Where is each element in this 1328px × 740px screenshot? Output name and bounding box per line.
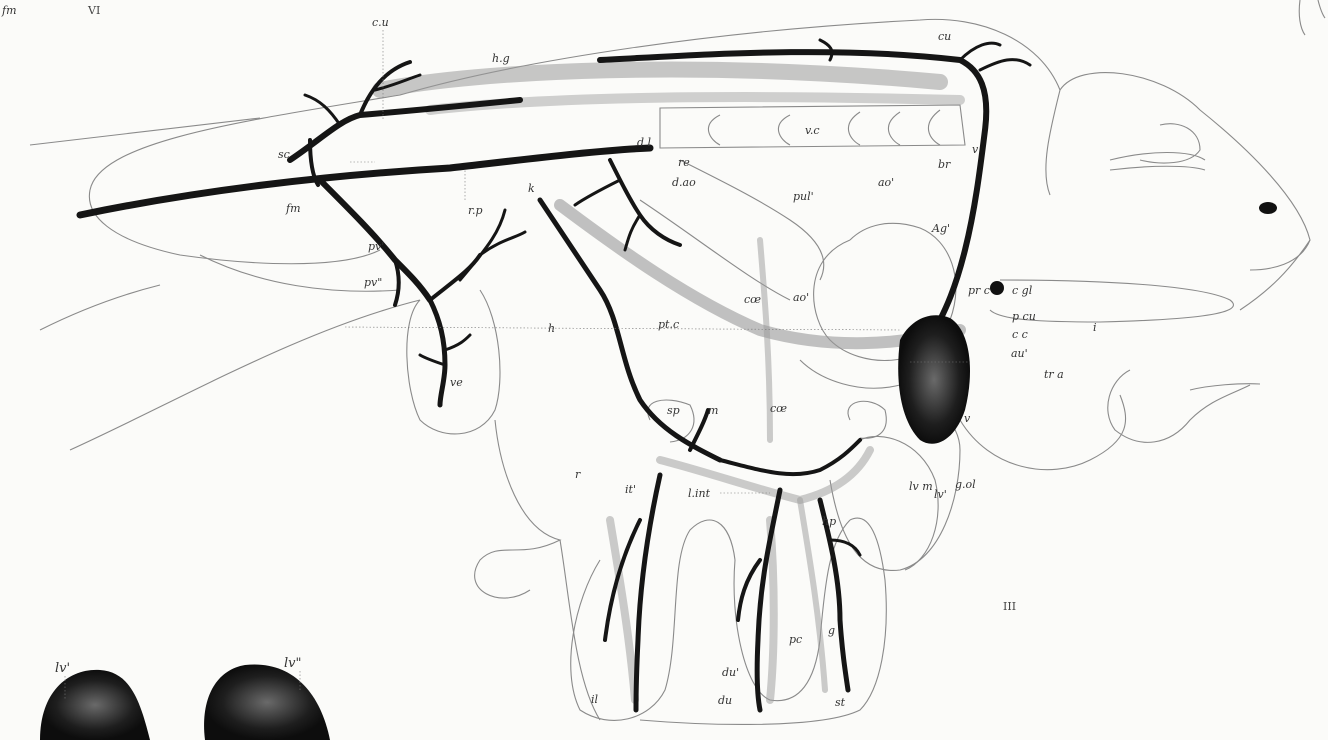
label-du1: du' xyxy=(722,666,739,679)
label-lv-small: lv' xyxy=(934,488,947,501)
label-cu-right: cu xyxy=(938,30,951,43)
label-hg: h.g xyxy=(492,52,510,65)
label-ve: ve xyxy=(450,376,463,389)
label-ao2: ao' xyxy=(793,291,809,304)
label-re: re xyxy=(678,156,690,169)
label-lvm: lv m xyxy=(909,480,933,493)
label-m: m xyxy=(708,404,718,417)
label-dl: d l xyxy=(637,136,652,149)
label-coe-mid: cœ xyxy=(770,402,787,415)
label-r: r xyxy=(575,468,581,481)
label-sp: sp xyxy=(667,404,680,417)
label-h: h xyxy=(548,322,555,335)
label-br: br xyxy=(938,158,951,171)
label-cu-left: c.u xyxy=(372,16,389,29)
label-gol: g.ol xyxy=(955,478,976,491)
label-pul: pul' xyxy=(793,190,814,203)
liver-lobes xyxy=(40,664,330,740)
label-ptc: pt.c xyxy=(658,318,679,331)
corner-sketch xyxy=(1299,0,1325,35)
label-lv-prime: lv' xyxy=(55,661,70,676)
plate-label-fm-corner: fm xyxy=(1,4,17,17)
label-ag: Ag' xyxy=(931,222,950,235)
label-pv1: pv' xyxy=(368,240,384,253)
label-coe-left: cœ xyxy=(744,293,761,306)
label-hp: hp xyxy=(822,515,836,528)
leader-lines xyxy=(65,30,970,700)
label-pv2: pv" xyxy=(364,276,382,289)
plate-numeral-vi: VI xyxy=(87,4,100,17)
label-au: au' xyxy=(1011,347,1028,360)
label-cc: c c xyxy=(1012,328,1028,341)
label-g: g xyxy=(828,624,835,637)
label-v-mid: v xyxy=(964,412,971,425)
label-pcu: p cu xyxy=(1012,310,1036,323)
label-prc: pr c xyxy=(968,284,990,297)
label-pc: pc xyxy=(789,633,802,646)
label-il: il xyxy=(591,693,599,706)
label-du2: du xyxy=(718,694,732,707)
label-vc: v.c xyxy=(805,124,820,137)
label-lint: l.int xyxy=(688,487,711,500)
veins xyxy=(80,40,1030,710)
label-it: it' xyxy=(625,483,636,496)
label-dao: d.ao xyxy=(672,176,696,189)
label-i: i xyxy=(1093,321,1097,334)
label-lv-dprime: lv" xyxy=(284,656,301,671)
label-k: k xyxy=(528,182,535,195)
label-ao: ao' xyxy=(878,176,894,189)
label-tra: tr a xyxy=(1044,368,1064,381)
body-outline xyxy=(30,19,1310,469)
heart xyxy=(898,202,1277,444)
plate-numeral-iii: III xyxy=(1003,600,1016,613)
label-cgl: c gl xyxy=(1012,284,1033,297)
label-rp: r.p xyxy=(468,204,483,217)
label-fm: fm xyxy=(285,202,301,215)
label-v-top: v xyxy=(972,143,979,156)
label-sc: sc xyxy=(278,148,290,161)
label-st: st xyxy=(835,696,846,709)
